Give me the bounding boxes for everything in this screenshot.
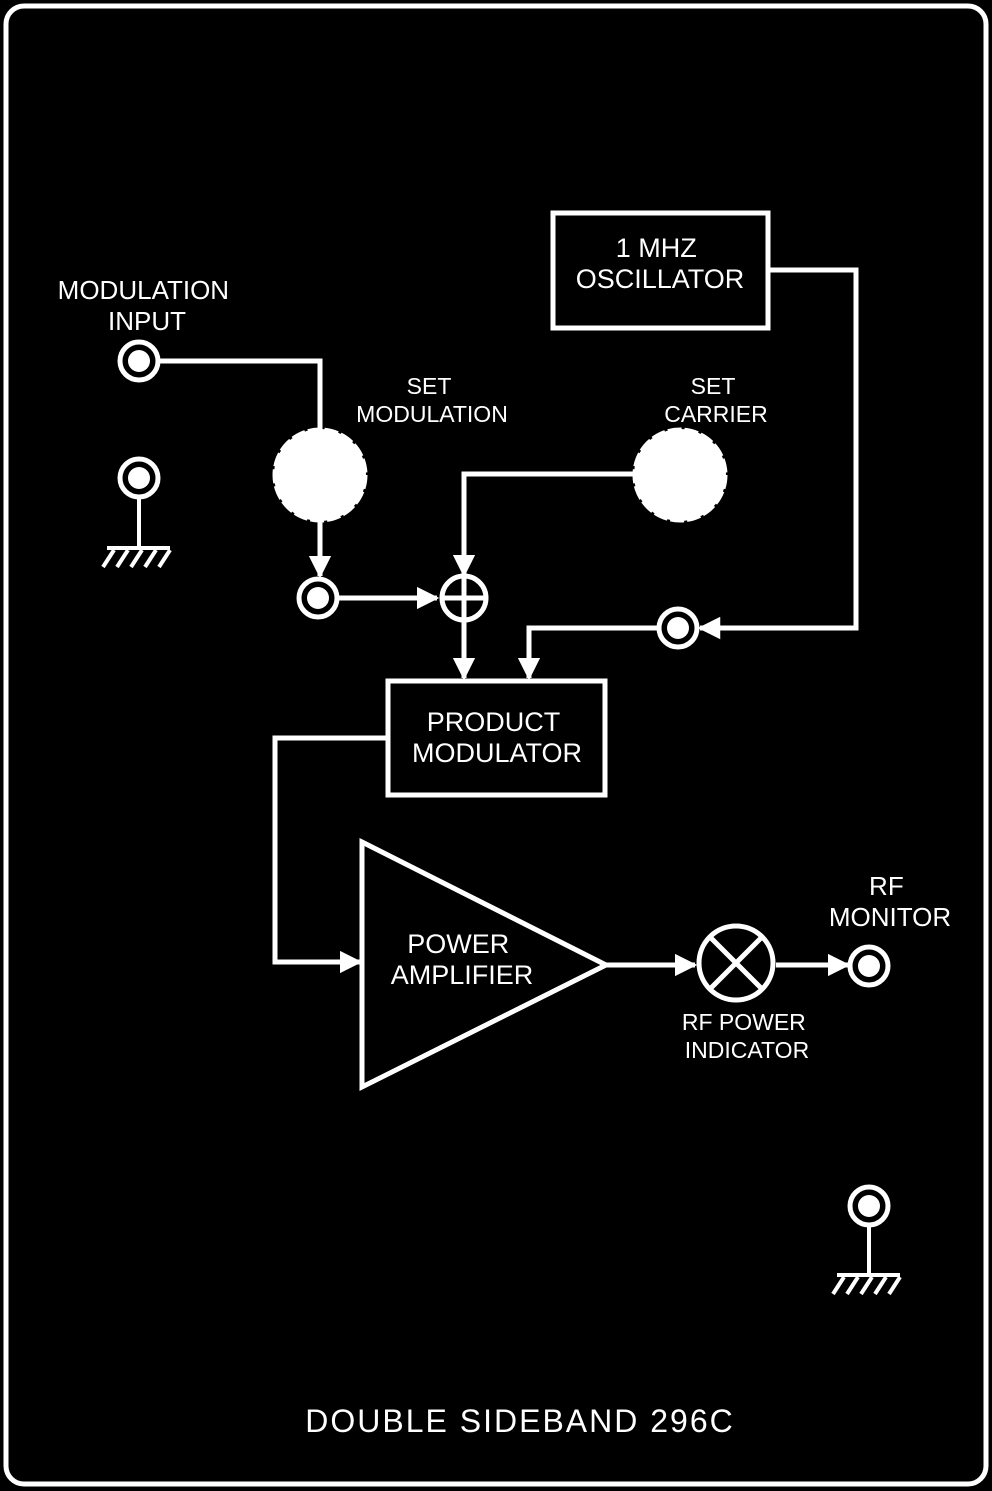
ground-jack-left[interactable] (101, 456, 172, 569)
modulation-jack[interactable] (296, 576, 340, 620)
wire-product-to-amp (272, 735, 387, 974)
knob-icon (272, 427, 368, 523)
power-amplifier-block: POWER AMPLIFIER (359, 837, 612, 1092)
rf-power-indicator-label: RF POWER INDICATOR (682, 1009, 812, 1063)
rf-power-meter-icon (696, 923, 776, 1003)
panel-title: DOUBLE SIDEBAND 296C (305, 1403, 734, 1439)
product-modulator-block: PRODUCT MODULATOR (385, 678, 608, 798)
wire-osc-to-carrier-jack (697, 267, 859, 640)
ground-icon (831, 1225, 902, 1296)
rf-monitor-label: RF MONITOR (829, 871, 951, 932)
wire-carrier-jack-to-product (517, 625, 657, 681)
set-modulation-knob[interactable] (272, 427, 368, 523)
rf-monitor-jack[interactable] (847, 944, 891, 988)
modulation-input-label: MODULATION INPUT (58, 275, 237, 336)
svg-text:1 MHZ OSCILLATOR: 1 MHZ OSCILLATOR (576, 233, 745, 294)
wire-mod-input-to-knob (158, 358, 323, 430)
modulation-input-jack[interactable] (117, 339, 161, 383)
summing-junction-icon (439, 573, 489, 623)
set-carrier-knob[interactable] (632, 427, 728, 523)
oscillator-block: 1 MHZ OSCILLATOR (550, 210, 771, 331)
signal-wires (158, 267, 859, 977)
svg-text:PRODUCT MODULATOR: PRODUCT MODULATOR (412, 707, 582, 768)
ground-jack-right[interactable] (831, 1184, 902, 1296)
carrier-jack[interactable] (656, 606, 700, 650)
wire-carrier-to-sum (452, 471, 634, 578)
svg-text:POWER AMPLIFIER: POWER AMPLIFIER (391, 929, 534, 990)
knob-icon (632, 427, 728, 523)
ground-icon (101, 497, 172, 569)
set-carrier-label: SET CARRIER (664, 373, 768, 427)
set-modulation-label: SET MODULATION (356, 373, 508, 427)
